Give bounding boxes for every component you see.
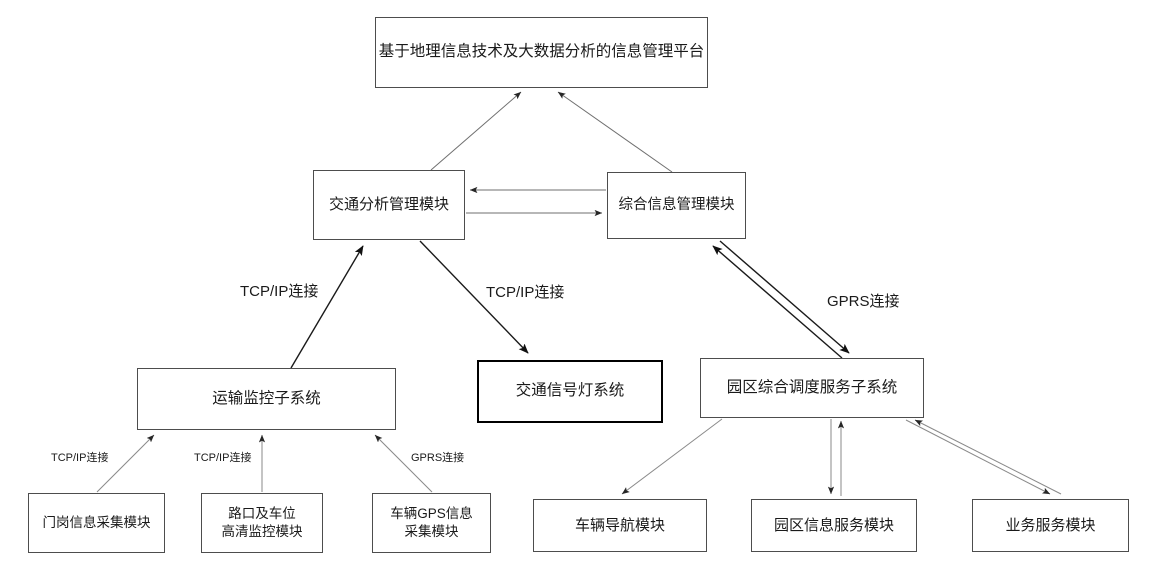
node-traffic-light[interactable]: 交通信号灯系统: [477, 360, 663, 423]
node-vehicle-nav[interactable]: 车辆导航模块: [533, 499, 707, 552]
edge-analysis-to-trafficlight: [419, 240, 529, 354]
node-gate-info-label: 门岗信息采集模块: [42, 515, 151, 531]
node-park-dispatch-label: 园区综合调度服务子系统: [726, 378, 898, 396]
node-transport-monitor-label: 运输监控子系统: [212, 389, 321, 407]
node-platform[interactable]: 基于地理信息技术及大数据分析的信息管理平台: [375, 17, 708, 88]
edge-dispatch-to-integrated: [712, 245, 843, 359]
node-traffic-light-label: 交通信号灯系统: [515, 382, 625, 400]
edge-integrated-to-dispatch: [719, 240, 850, 354]
edge-gps-to-transport: [374, 434, 433, 493]
edge-dispatch-to-nav: [621, 418, 723, 495]
edge-integrated-info-to-platform: [557, 91, 673, 173]
node-vehicle-gps[interactable]: 车辆GPS信息 采集模块: [372, 493, 491, 553]
node-business-service[interactable]: 业务服务模块: [972, 499, 1129, 552]
edge-business-to-dispatch: [914, 419, 1062, 495]
node-park-info-service-label: 园区信息服务模块: [773, 516, 894, 534]
node-transport-monitor[interactable]: 运输监控子系统: [137, 368, 396, 430]
edge-label-tcpip-bottom-1: TCP/IP连接: [51, 452, 109, 464]
edge-label-gprs-bottom-1: GPRS连接: [411, 452, 465, 464]
edge-transport-to-analysis: [290, 245, 364, 369]
node-business-service-label: 业务服务模块: [1005, 516, 1096, 534]
edge-label-gprs-right-mid: GPRS连接: [827, 293, 900, 310]
edge-label-tcpip-bottom-2: TCP/IP连接: [194, 452, 252, 464]
node-traffic-analysis-label: 交通分析管理模块: [328, 196, 449, 214]
node-traffic-analysis[interactable]: 交通分析管理模块: [313, 170, 465, 240]
edge-label-tcpip-right-mid: TCP/IP连接: [486, 284, 565, 301]
node-integrated-info-label: 综合信息管理模块: [618, 196, 735, 213]
node-park-dispatch[interactable]: 园区综合调度服务子系统: [700, 358, 924, 418]
node-park-info-service[interactable]: 园区信息服务模块: [751, 499, 917, 552]
node-platform-label: 基于地理信息技术及大数据分析的信息管理平台: [378, 43, 705, 61]
node-gate-info[interactable]: 门岗信息采集模块: [28, 493, 165, 553]
node-road-parking[interactable]: 路口及车位 高清监控模块: [201, 493, 323, 553]
edge-label-tcpip-left-mid: TCP/IP连接: [240, 283, 319, 300]
node-road-parking-label: 路口及车位 高清监控模块: [221, 506, 303, 539]
edge-traffic-analysis-to-platform: [430, 91, 522, 171]
edge-gate-to-transport: [96, 434, 155, 493]
node-vehicle-gps-label: 车辆GPS信息 采集模块: [390, 506, 473, 539]
node-integrated-info[interactable]: 综合信息管理模块: [607, 172, 746, 239]
edge-dispatch-to-business: [905, 419, 1051, 495]
node-vehicle-nav-label: 车辆导航模块: [574, 516, 665, 534]
